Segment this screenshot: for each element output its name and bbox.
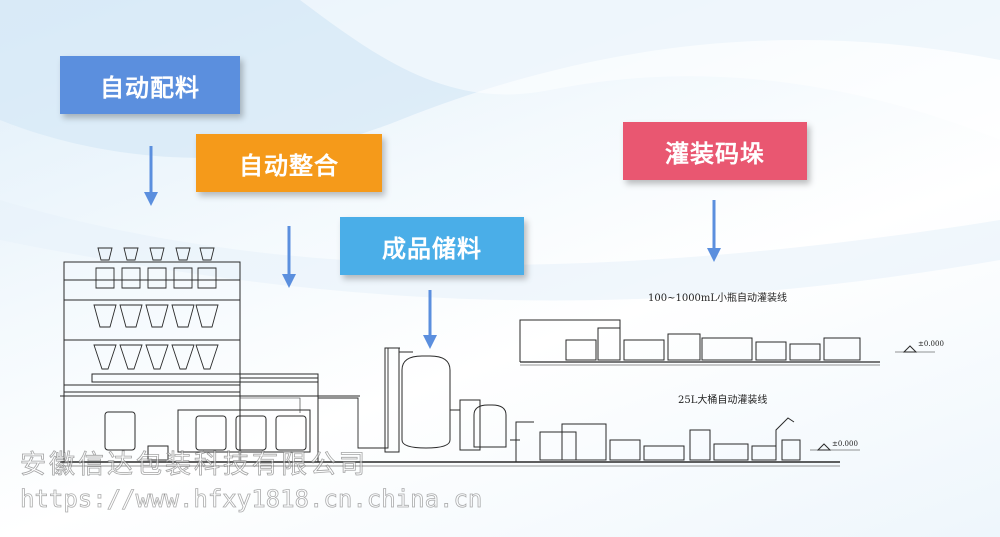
mixing-tanks — [104, 409, 311, 461]
storage-tanks — [384, 347, 520, 453]
stage-auto-integration: 自动整合 — [196, 134, 382, 192]
small-bottle-line-caption: 100~1000mL小瓶自动灌装线 — [648, 293, 788, 304]
stage-product-storage: 成品储料 — [340, 217, 524, 275]
watermark-company: 安徽信达包装科技有限公司 — [20, 450, 369, 481]
arrow-integration-down-icon — [282, 226, 296, 288]
stage-auto-batching: 自动配料 — [60, 56, 240, 114]
batching-conveyor — [60, 373, 360, 462]
arrow-storage-down-icon — [423, 290, 437, 349]
batching-frame — [63, 261, 241, 462]
arrow-batching-down-icon — [144, 146, 158, 206]
level-mark-bottom: ±0.000 — [832, 440, 858, 448]
watermark-url: https://www.hfxy1818.cn.china.cn — [20, 485, 483, 514]
barrel-line-caption: 25L大桶自动灌装线 — [678, 395, 768, 406]
small-bottle-filling-line — [519, 319, 935, 366]
level-mark-top: ±0.000 — [918, 340, 944, 348]
barrel-filling-line — [515, 417, 860, 462]
hoppers-top — [95, 247, 217, 289]
flow-arrows — [144, 146, 721, 349]
stage-filling-palletizing: 灌装码垛 — [623, 122, 807, 180]
arrow-filling-down-icon — [707, 200, 721, 262]
hoppers-middle — [93, 304, 219, 370]
